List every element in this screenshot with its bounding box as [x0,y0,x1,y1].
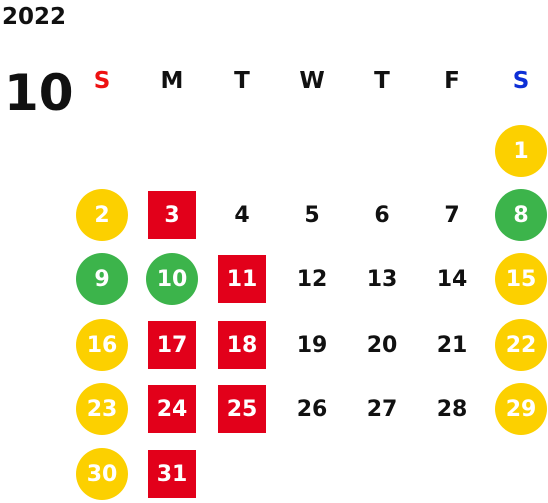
day-cell-7: 7 [444,202,460,228]
weekday-thursday: T [374,68,390,94]
day-cell-5: 5 [304,202,320,228]
day-cell-31: 31 [148,450,196,498]
day-cell-28: 28 [436,396,468,422]
weekday-tuesday: T [234,68,250,94]
day-cell-1: 1 [495,125,547,177]
day-cell-16: 16 [76,319,128,371]
calendar-year: 2022 [2,4,67,30]
day-cell-26: 26 [296,396,328,422]
day-cell-22: 22 [495,319,547,371]
day-cell-24: 24 [148,385,196,433]
day-cell-4: 4 [234,202,250,228]
day-cell-3: 3 [148,191,196,239]
day-cell-10: 10 [146,253,198,305]
day-cell-17: 17 [148,321,196,369]
weekday-monday: M [160,68,184,94]
day-cell-12: 12 [296,266,328,292]
calendar-month: 10 [4,64,74,122]
day-cell-9: 9 [76,253,128,305]
day-cell-15: 15 [495,253,547,305]
weekday-sunday: S [93,68,111,94]
day-cell-27: 27 [366,396,398,422]
day-cell-19: 19 [296,332,328,358]
day-cell-11: 11 [218,255,266,303]
weekday-saturday: S [512,68,530,94]
day-cell-20: 20 [366,332,398,358]
day-cell-25: 25 [218,385,266,433]
day-cell-29: 29 [495,383,547,435]
day-cell-30: 30 [76,448,128,500]
day-cell-21: 21 [436,332,468,358]
day-cell-23: 23 [76,383,128,435]
day-cell-2: 2 [76,189,128,241]
day-cell-18: 18 [218,321,266,369]
day-cell-14: 14 [436,266,468,292]
day-cell-6: 6 [374,202,390,228]
day-cell-8: 8 [495,189,547,241]
day-cell-13: 13 [366,266,398,292]
weekday-friday: F [444,68,460,94]
weekday-wednesday: W [299,68,325,94]
